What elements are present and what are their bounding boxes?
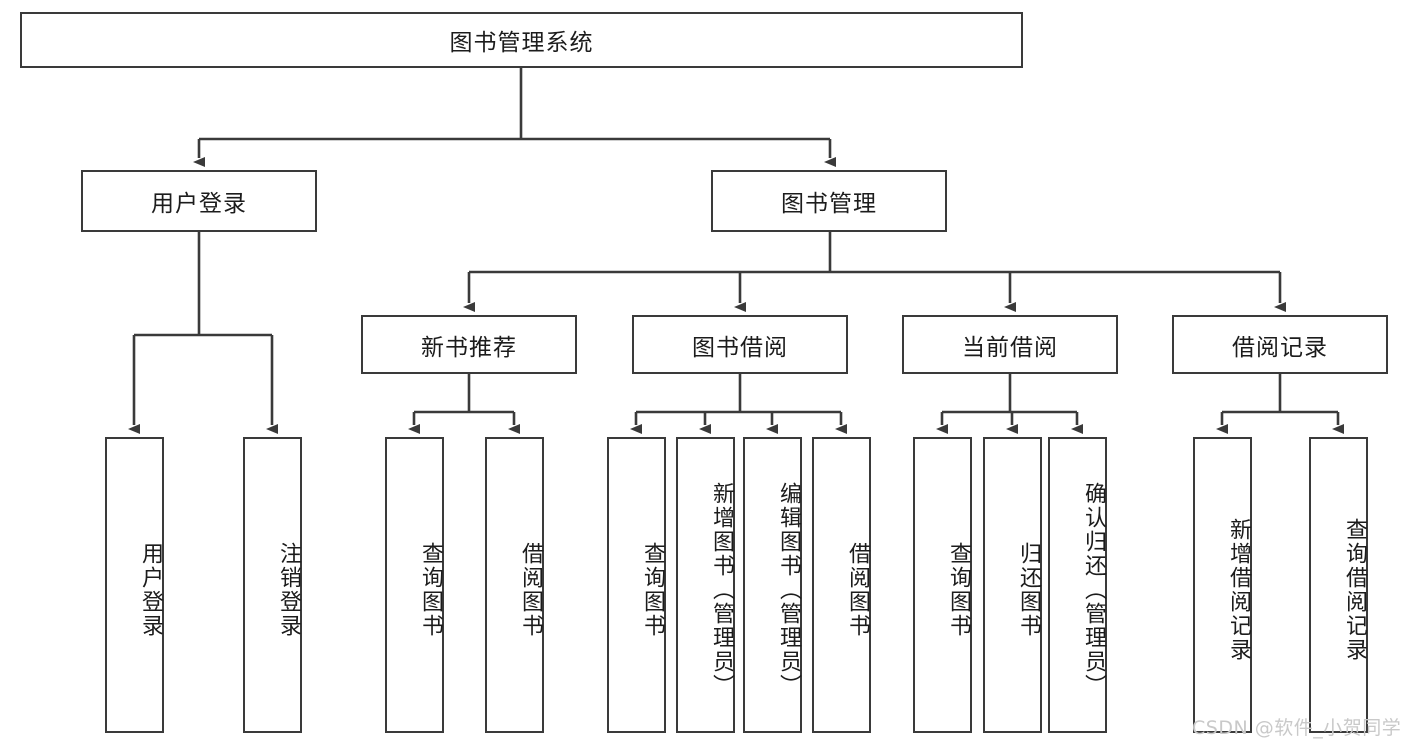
node-label: 图书管理系统 — [449, 30, 594, 56]
node-book-borrow[interactable]: 图书借阅 — [632, 315, 848, 374]
leaf-add-borrow-record[interactable]: 新增借阅记录 — [1193, 437, 1252, 733]
node-label: 图书管理 — [781, 191, 877, 217]
node-label: 借阅记录 — [1232, 334, 1328, 361]
node-label: 注销登录 — [276, 542, 301, 638]
node-label: 新增图书（管理员） — [709, 482, 734, 698]
leaf-query-book-2[interactable]: 查询图书 — [607, 437, 666, 733]
node-label: 查询借阅记录 — [1342, 518, 1367, 662]
node-label: 查询图书 — [640, 542, 665, 638]
node-label: 新增借阅记录 — [1226, 518, 1251, 662]
leaf-query-book-3[interactable]: 查询图书 — [913, 437, 972, 733]
leaf-return-book[interactable]: 归还图书 — [983, 437, 1042, 733]
node-label: 归还图书 — [1016, 542, 1041, 638]
node-current-borrow[interactable]: 当前借阅 — [902, 315, 1118, 374]
csdn-watermark: CSDN @软件_小贺同学 — [1192, 717, 1402, 739]
leaf-query-book-1[interactable]: 查询图书 — [385, 437, 444, 733]
leaf-query-borrow-record[interactable]: 查询借阅记录 — [1309, 437, 1368, 733]
leaf-add-book[interactable]: 新增图书（管理员） — [676, 437, 735, 733]
node-book-management-system[interactable]: 图书管理系统 — [20, 12, 1023, 68]
node-label: 当前借阅 — [962, 334, 1058, 361]
node-label: 编辑图书（管理员） — [776, 482, 801, 698]
node-label: 查询图书 — [418, 542, 443, 638]
leaf-logout[interactable]: 注销登录 — [243, 437, 302, 733]
node-book-management[interactable]: 图书管理 — [711, 170, 947, 232]
node-label: 用户登录 — [138, 542, 163, 638]
leaf-user-login[interactable]: 用户登录 — [105, 437, 164, 733]
leaf-borrow-book-1[interactable]: 借阅图书 — [485, 437, 544, 733]
node-new-book-recommend[interactable]: 新书推荐 — [361, 315, 577, 374]
node-label: 借阅图书 — [518, 542, 543, 638]
node-user-login[interactable]: 用户登录 — [81, 170, 317, 232]
node-label: 查询图书 — [946, 542, 971, 638]
node-label: 确认归还（管理员） — [1081, 482, 1106, 698]
node-label: 图书借阅 — [692, 334, 788, 361]
node-label: 新书推荐 — [421, 334, 517, 361]
node-label: 借阅图书 — [845, 542, 870, 638]
node-label: 用户登录 — [151, 191, 247, 217]
leaf-borrow-book-2[interactable]: 借阅图书 — [812, 437, 871, 733]
leaf-edit-book[interactable]: 编辑图书（管理员） — [743, 437, 802, 733]
node-borrow-record[interactable]: 借阅记录 — [1172, 315, 1388, 374]
leaf-confirm-return[interactable]: 确认归还（管理员） — [1048, 437, 1107, 733]
